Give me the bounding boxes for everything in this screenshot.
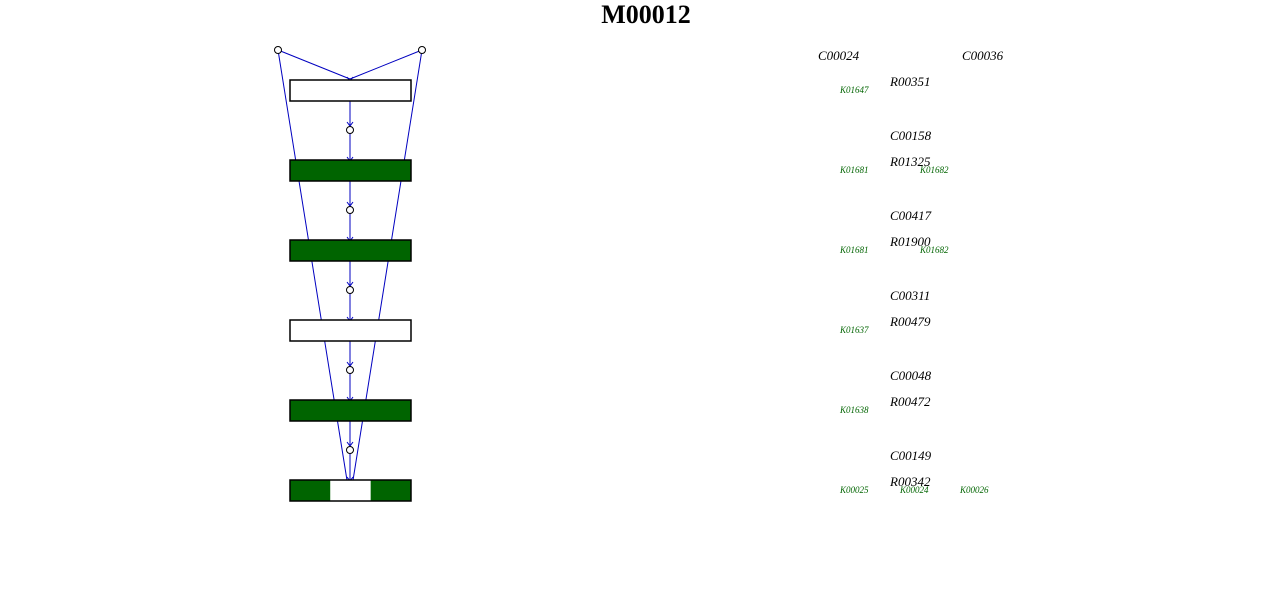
reaction-box[interactable] — [289, 319, 412, 342]
compound-id-label: C00048 — [890, 368, 932, 383]
edges-layer — [277, 49, 423, 501]
intermediate-compound-node[interactable] — [346, 286, 354, 294]
ko-label[interactable]: K01682 — [919, 245, 949, 255]
compound-id-label: C00417 — [890, 208, 932, 223]
reaction-box-segment[interactable] — [290, 480, 331, 501]
reaction-box-segment[interactable] — [330, 480, 371, 501]
reaction-box-segment[interactable] — [370, 480, 411, 501]
intermediate-compound-node[interactable] — [346, 206, 354, 214]
page-title: M00012 — [601, 0, 691, 29]
ko-label[interactable]: K01638 — [839, 405, 869, 415]
reaction-box[interactable] — [289, 79, 412, 102]
reaction-id-label: R01900 — [889, 234, 931, 249]
reaction-box-segment[interactable] — [290, 240, 411, 261]
ko-label[interactable]: K01681 — [839, 165, 869, 175]
reaction-box[interactable] — [289, 479, 412, 502]
ko-label[interactable]: K01682 — [919, 165, 949, 175]
ko-label[interactable]: K00025 — [839, 485, 869, 495]
reaction-box[interactable] — [289, 399, 412, 422]
compound-id-label: C00311 — [890, 288, 930, 303]
start-compound-label: C00024 — [818, 48, 860, 63]
compound-id-label: C00158 — [890, 128, 932, 143]
start-compound-label: C00036 — [962, 48, 1004, 63]
ko-label[interactable]: K01647 — [839, 85, 869, 95]
reaction-box[interactable] — [289, 159, 412, 182]
start-compound-node[interactable] — [274, 46, 282, 54]
reaction-box[interactable] — [289, 239, 412, 262]
reaction-id-label: R00472 — [889, 394, 931, 409]
ko-label[interactable]: K01637 — [839, 325, 869, 335]
intermediate-compound-node[interactable] — [346, 126, 354, 134]
reaction-id-label: R00479 — [889, 314, 931, 329]
intermediate-compound-node[interactable] — [346, 446, 354, 454]
reaction-id-label: R01325 — [889, 154, 931, 169]
edge-line — [277, 49, 351, 500]
ko-label[interactable]: K01681 — [839, 245, 869, 255]
reaction-id-label: R00351 — [889, 74, 930, 89]
ko-label[interactable]: K00024 — [899, 485, 929, 495]
intermediate-compound-node[interactable] — [346, 366, 354, 374]
ko-label[interactable]: K00026 — [959, 485, 989, 495]
reaction-boxes — [289, 79, 412, 502]
reaction-id-label: R00342 — [889, 474, 931, 489]
compound-id-label: C00149 — [890, 448, 932, 463]
reaction-box-segment[interactable] — [290, 320, 411, 341]
compound-nodes — [274, 46, 426, 454]
reaction-box-segment[interactable] — [290, 160, 411, 181]
edge-line — [349, 49, 423, 80]
reaction-box-segment[interactable] — [290, 400, 411, 421]
reaction-box-segment[interactable] — [290, 80, 411, 101]
edge-line — [277, 49, 351, 80]
start-compound-node[interactable] — [418, 46, 426, 54]
edge-line — [349, 49, 423, 500]
